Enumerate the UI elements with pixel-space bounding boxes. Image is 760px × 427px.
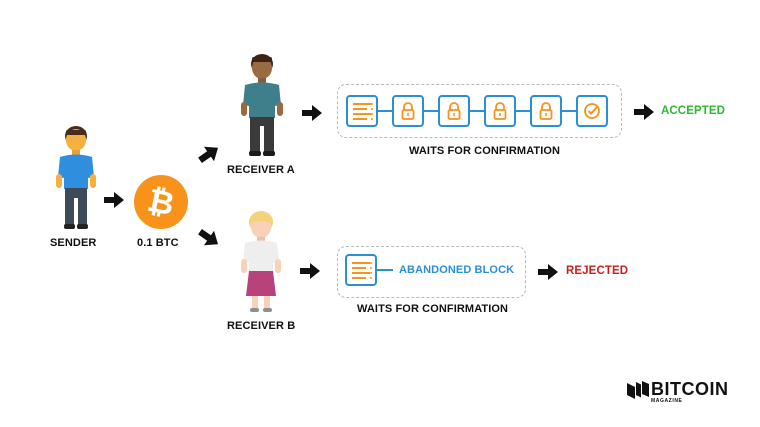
arrow-sender-to-coin: [104, 192, 124, 208]
receiver-a-chain-link-3: [470, 110, 484, 112]
receiver-a-chain-link-2: [424, 110, 438, 112]
arrow-coin-to-receiver-a: [198, 146, 219, 164]
receiver-a-caption: WAITS FOR CONFIRMATION: [409, 145, 561, 157]
sender-person-icon: [56, 126, 96, 229]
brand-wordmark: BITCOIN: [651, 379, 729, 399]
brand-subtitle: MAGAZINE: [651, 398, 683, 404]
receiver-a-block-4: [484, 95, 516, 127]
accepted-status: ACCEPTED: [661, 105, 726, 117]
receiver-a-block-1: [346, 95, 378, 127]
receiver-a-chain-link-4: [516, 110, 530, 112]
receiver-a-block-4-lock-icon: [493, 102, 507, 120]
receiver-a-block-5: [530, 95, 562, 127]
receiver-a-block-5-lock-icon: [539, 102, 553, 120]
abandoned-block-label: ABANDONED BLOCK: [399, 264, 515, 276]
receiver-a-block-3-lock-icon: [447, 102, 461, 120]
receiver-a-block-1-ledger-icon: [353, 103, 373, 120]
receiver-a-block-2-lock-icon: [401, 102, 415, 120]
abandoned-block-connector: [377, 269, 393, 271]
arrow-chain-to-rejected: [538, 264, 558, 280]
receiver-b-block-1-ledger-icon: [352, 262, 372, 279]
receiver-a-chain-link-1: [378, 110, 392, 112]
arrow-coin-to-receiver-b: [198, 228, 219, 246]
sender-label: SENDER: [50, 237, 97, 249]
bitcoin-coin-icon: ₿: [134, 175, 188, 229]
receiver-b-block-1: [345, 254, 377, 286]
receiver-a-chain-link-5: [562, 110, 576, 112]
receiver-a-block-2: [392, 95, 424, 127]
receiver-a-block-6-check-icon: [584, 103, 600, 119]
receiver-a-person-icon: [241, 54, 283, 156]
receiver-a-label: RECEIVER A: [227, 164, 295, 176]
receiver-b-caption: WAITS FOR CONFIRMATION: [357, 303, 509, 315]
receiver-b-person-icon: [241, 211, 281, 312]
rejected-status: REJECTED: [566, 265, 629, 277]
receiver-b-chain-box: [337, 246, 526, 298]
arrow-receiver-b-to-chain: [300, 263, 320, 279]
coin-amount-label: 0.1 BTC: [137, 237, 179, 249]
receiver-a-chain-box: [337, 84, 622, 138]
receiver-a-block-6: [576, 95, 608, 127]
arrow-receiver-a-to-chain: [302, 105, 322, 121]
bitcoin-magazine-logo-icon: [627, 381, 649, 399]
receiver-b-label: RECEIVER B: [227, 320, 296, 332]
receiver-a-block-3: [438, 95, 470, 127]
arrow-chain-to-accepted: [634, 104, 654, 120]
